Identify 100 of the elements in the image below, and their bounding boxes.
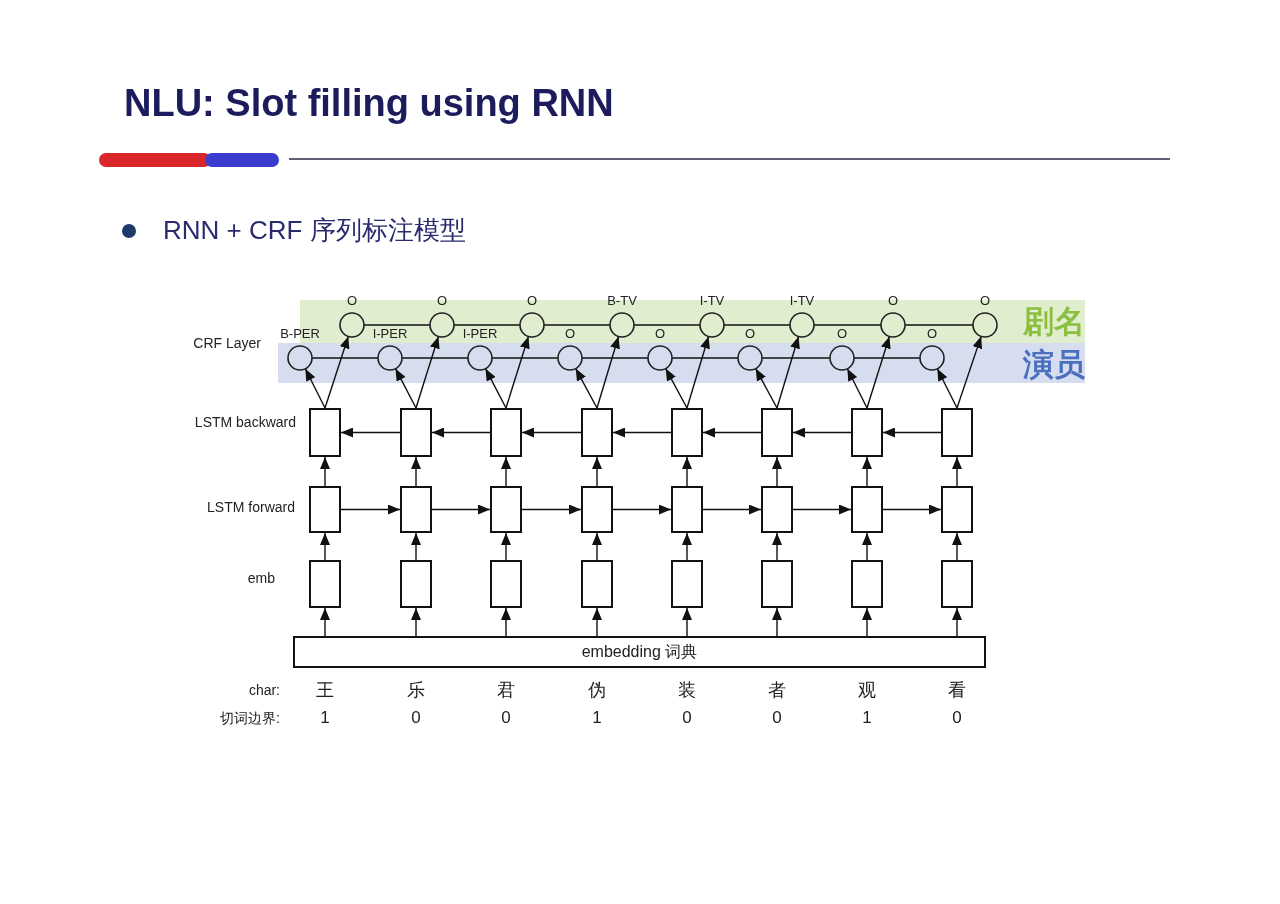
arrow xyxy=(501,532,511,561)
boundary-value: 0 xyxy=(681,708,693,728)
cell-box xyxy=(851,408,883,457)
tag-label: I-TV xyxy=(698,293,726,309)
dictionary-box: embedding 词典 xyxy=(293,636,986,668)
arrow xyxy=(862,456,872,487)
row-label: char: xyxy=(248,682,280,698)
boundary-value: 0 xyxy=(410,708,422,728)
cell-box xyxy=(851,560,883,608)
arrow xyxy=(304,368,326,409)
arrow xyxy=(702,427,762,438)
arrow xyxy=(956,335,983,409)
row-label: LSTM forward xyxy=(207,499,295,515)
arrow xyxy=(431,427,491,438)
arrow xyxy=(792,427,852,438)
arrow xyxy=(575,367,598,409)
slide-title: NLU: Slot filling using RNN xyxy=(124,81,614,126)
arrow xyxy=(596,335,620,409)
cell-box xyxy=(941,560,973,608)
arrow xyxy=(501,456,511,487)
character: 王 xyxy=(315,679,335,701)
arrow xyxy=(952,532,962,561)
connector-line xyxy=(363,324,431,326)
character: 乐 xyxy=(406,679,426,701)
arrow xyxy=(776,335,800,409)
cell-box xyxy=(400,486,432,533)
arrow xyxy=(862,607,872,637)
tag-label: B-TV xyxy=(606,293,638,309)
character: 者 xyxy=(767,679,787,701)
character: 伪 xyxy=(587,679,607,701)
arrow xyxy=(592,607,602,637)
cell-box xyxy=(490,486,522,533)
arrow xyxy=(324,335,350,409)
boundary-value: 1 xyxy=(591,708,603,728)
arrow xyxy=(682,607,692,637)
arrow xyxy=(411,532,421,561)
arrow xyxy=(682,532,692,561)
row-label: emb xyxy=(247,570,275,586)
connector-line xyxy=(543,324,611,326)
arrow xyxy=(592,532,602,561)
cell-box xyxy=(671,560,703,608)
band-label: 演员 xyxy=(1023,345,1085,383)
arrow xyxy=(952,607,962,637)
connector-line xyxy=(853,357,921,359)
arrow xyxy=(665,367,688,409)
tag-label: O xyxy=(525,293,539,309)
arrow xyxy=(755,367,778,409)
connector-line xyxy=(813,324,882,326)
tag-label: O xyxy=(345,293,359,309)
arrow xyxy=(612,504,672,515)
tag-label: O xyxy=(886,293,900,309)
arrow xyxy=(882,504,942,515)
connector-line xyxy=(401,357,469,359)
cell-box xyxy=(490,560,522,608)
arrow xyxy=(702,504,762,515)
boundary-value: 1 xyxy=(319,708,331,728)
cell-box xyxy=(309,560,341,608)
connector-line xyxy=(723,324,791,326)
arrow xyxy=(340,427,401,438)
boundary-value: 1 xyxy=(861,708,873,728)
character: 装 xyxy=(677,679,697,701)
connector-line xyxy=(671,357,739,359)
connector-line xyxy=(761,357,831,359)
cell-box xyxy=(761,486,793,533)
cell-box xyxy=(581,408,613,457)
connector-line xyxy=(453,324,521,326)
boundary-value: 0 xyxy=(771,708,783,728)
arrow xyxy=(882,427,942,438)
connector-line xyxy=(491,357,559,359)
boundary-value: 0 xyxy=(951,708,963,728)
cell-box xyxy=(309,408,341,457)
arrow xyxy=(340,504,401,515)
arrow xyxy=(411,456,421,487)
arrow xyxy=(411,607,421,637)
arrow xyxy=(415,335,440,409)
arrow xyxy=(484,367,507,409)
arrow xyxy=(862,532,872,561)
tag-label: O xyxy=(435,293,449,309)
band-label: 剧名 xyxy=(1023,302,1085,340)
arrow xyxy=(772,532,782,561)
tag-label: I-TV xyxy=(788,293,816,309)
tag-label: O xyxy=(925,326,939,342)
arrow xyxy=(592,456,602,487)
cell-box xyxy=(941,408,973,457)
arrow xyxy=(501,607,511,637)
cell-box xyxy=(671,408,703,457)
arrow xyxy=(846,368,868,409)
cell-box xyxy=(309,486,341,533)
tag-label: O xyxy=(653,326,667,342)
cell-box xyxy=(671,486,703,533)
row-label: 切词边界: xyxy=(220,710,280,726)
tag-label: I-PER xyxy=(371,326,409,342)
connector-line xyxy=(581,357,649,359)
arrow xyxy=(521,504,582,515)
arrow xyxy=(320,456,330,487)
arrow xyxy=(792,504,852,515)
cell-box xyxy=(581,486,613,533)
cell-box xyxy=(400,408,432,457)
cell-box xyxy=(761,560,793,608)
tag-label: O xyxy=(563,326,577,342)
